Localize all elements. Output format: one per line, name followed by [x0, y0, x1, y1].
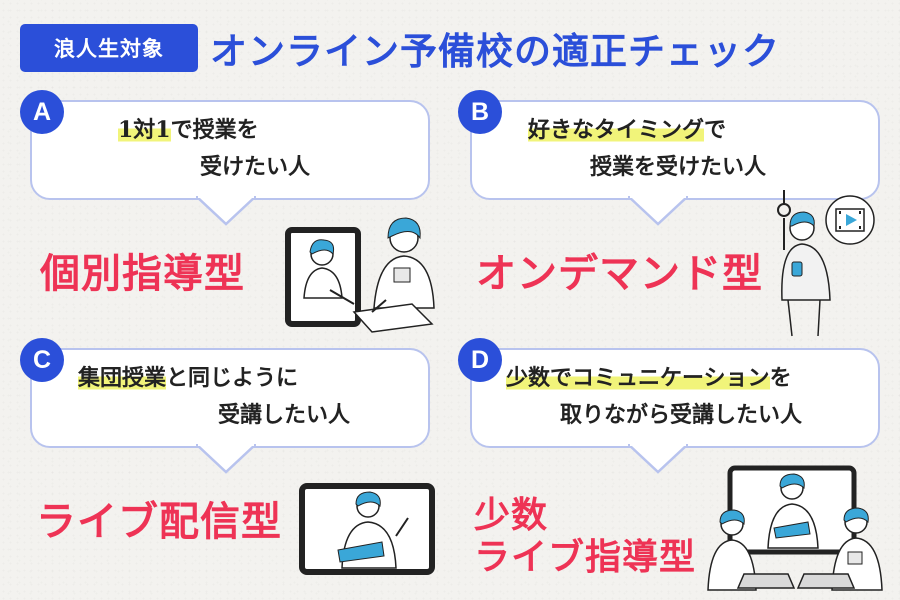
bubble-d-line1: 少数でコミュニケーションを [506, 361, 792, 395]
target-audience-tag: 浪人生対象 [20, 24, 198, 72]
bubble-b-line1-rest: で [704, 117, 727, 143]
bubble-a-line1: 1対1で授業を [118, 113, 259, 147]
bubble-d-tail [628, 444, 688, 474]
live-lecture-tablet-illustration [299, 483, 435, 575]
bubble-c-line1-rest: と同じように [166, 365, 299, 391]
bubble-b-line1: 好きなタイミングで [528, 113, 726, 147]
bubble-d-highlight: 少数でコミュニケーション [506, 365, 770, 391]
bubble-b-highlight: 好きなタイミング [528, 117, 705, 143]
bubble-d-line1-rest: を [769, 365, 792, 391]
type-label-d-line2: ライブ指導型 [474, 537, 697, 578]
type-label-b: オンデマンド型 [476, 251, 763, 297]
type-label-c: ライブ配信型 [36, 499, 282, 545]
bubble-d [470, 348, 880, 448]
small-group-class-illustration [707, 465, 883, 591]
video-play-icon [825, 195, 875, 245]
bubble-c-highlight: 集団授業 [78, 365, 167, 391]
bubble-c [30, 348, 430, 448]
bubble-a-line1-rest: で授業を [170, 117, 259, 143]
bubble-c-line2: 受講したい人 [218, 402, 351, 428]
bubble-a-highlight: 1対1 [118, 117, 171, 143]
type-label-a: 個別指導型 [40, 251, 245, 297]
bubble-a-line2: 受けたい人 [200, 154, 311, 180]
badge-b: B [458, 90, 502, 134]
tutor-student-illustration [285, 217, 435, 333]
bubble-a [30, 100, 430, 200]
bubble-b-tail [628, 196, 688, 226]
bubble-d-line2: 取りながら受講したい人 [560, 402, 803, 428]
bubble-a-tail [196, 196, 256, 226]
bubble-c-tail [196, 444, 256, 474]
bubble-c-line1: 集団授業と同じように [78, 361, 298, 395]
commuter-phone-illustration [777, 190, 875, 337]
badge-d: D [458, 338, 502, 382]
page-title: オンライン予備校の適正チェック [210, 30, 780, 73]
bubble-b-line2: 授業を受けたい人 [590, 154, 767, 180]
badge-c: C [20, 338, 64, 382]
badge-a: A [20, 90, 64, 134]
type-label-d-line1: 少数 [474, 495, 549, 536]
